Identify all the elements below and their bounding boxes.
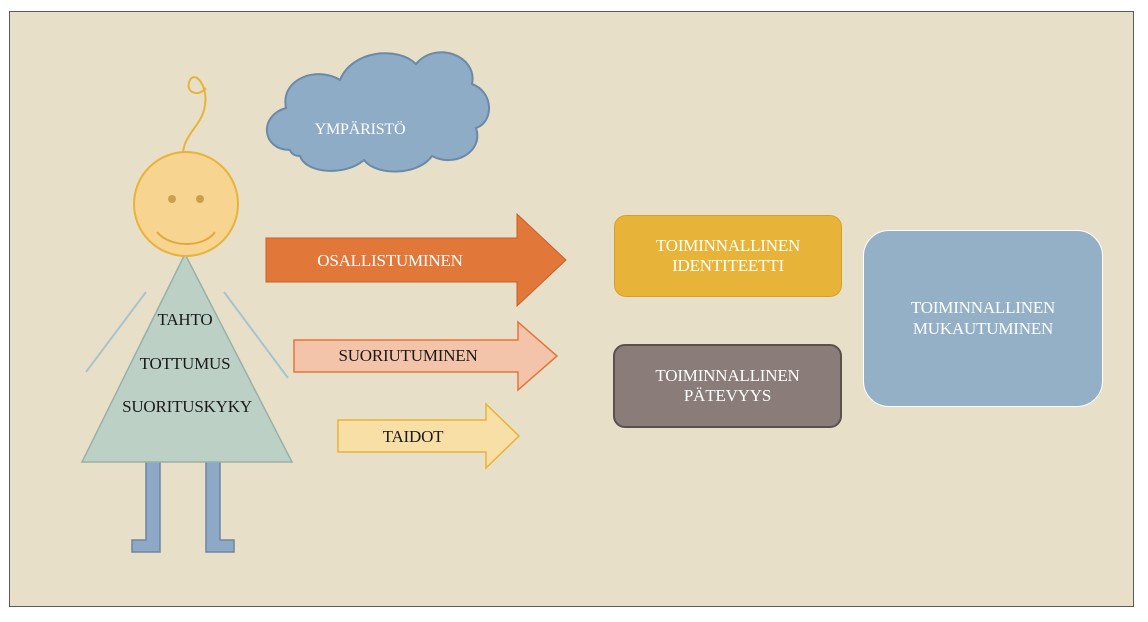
environment-label: YMPÄRISTÖ	[314, 121, 406, 138]
arrow-taidot	[337, 402, 521, 470]
arrow-suoriutuminen	[293, 320, 559, 392]
trait-suorituskyky: SUORITUSKYKY	[122, 397, 252, 416]
box-toiminnallinen-patevyys: TOIMINNALLINEN PÄTEVYYS	[613, 344, 842, 428]
cloud-shape	[266, 51, 490, 173]
trait-tahto: TAHTO	[157, 310, 213, 329]
arrow-osallistuminen	[265, 212, 567, 308]
competence-label: TOIMINNALLINEN PÄTEVYYS	[655, 365, 800, 405]
right-arm	[223, 291, 289, 379]
trait-tottumus: TOTTUMUS	[139, 354, 231, 373]
arrow-osallistuminen-label: OSALLISTUMINEN	[317, 251, 463, 270]
box-toiminnallinen-identiteetti: TOIMINNALLINEN IDENTITEETTI	[614, 215, 842, 297]
identity-label: TOIMINNALLINEN IDENTITEETTI	[655, 235, 801, 275]
box-toiminnallinen-mukautuminen: TOIMINNALLINEN MUKAUTUMINEN	[863, 230, 1103, 407]
adaptation-label: TOIMINNALLINEN MUKAUTUMINEN	[910, 298, 1056, 338]
left-arm	[85, 291, 147, 373]
legs	[131, 457, 235, 553]
hair-curl	[182, 76, 207, 166]
arrow-suoriutuminen-label: SUORIUTUMINEN	[338, 346, 478, 365]
face	[133, 151, 239, 257]
dress-triangle	[80, 252, 294, 463]
arrow-taidot-label: TAIDOT	[382, 427, 444, 446]
